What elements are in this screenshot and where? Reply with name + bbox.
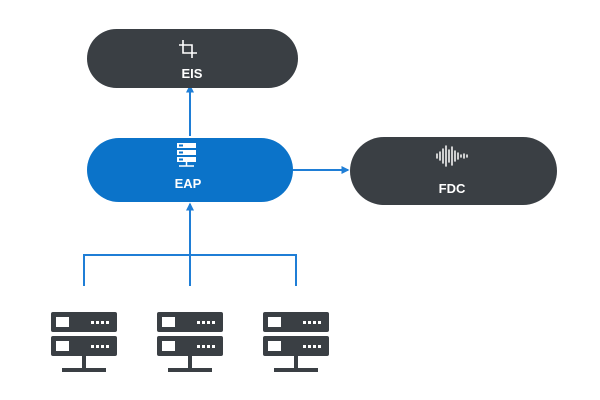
node-eis[interactable]: EIS: [87, 29, 298, 88]
node-fdc-shape: [350, 137, 557, 205]
equipment-2[interactable]: [157, 312, 223, 372]
server-rack-icon: [51, 312, 117, 372]
node-eis-label: EIS: [182, 66, 203, 81]
node-eap-label: EAP: [175, 176, 202, 191]
server-rack-icon: [263, 312, 329, 372]
node-fdc[interactable]: FDC: [350, 137, 557, 205]
node-fdc-label: FDC: [439, 181, 466, 196]
crop-icon: [179, 40, 197, 58]
node-eap[interactable]: EAP: [87, 138, 293, 202]
server-rack-icon: [157, 312, 223, 372]
node-eap-shape: [87, 138, 293, 202]
equipment-3[interactable]: [263, 312, 329, 372]
node-eis-shape: [87, 29, 298, 88]
waveform-icon: [436, 145, 468, 167]
connectors: [83, 84, 350, 286]
server-icon: [177, 143, 196, 167]
equipment-1[interactable]: [51, 312, 117, 372]
